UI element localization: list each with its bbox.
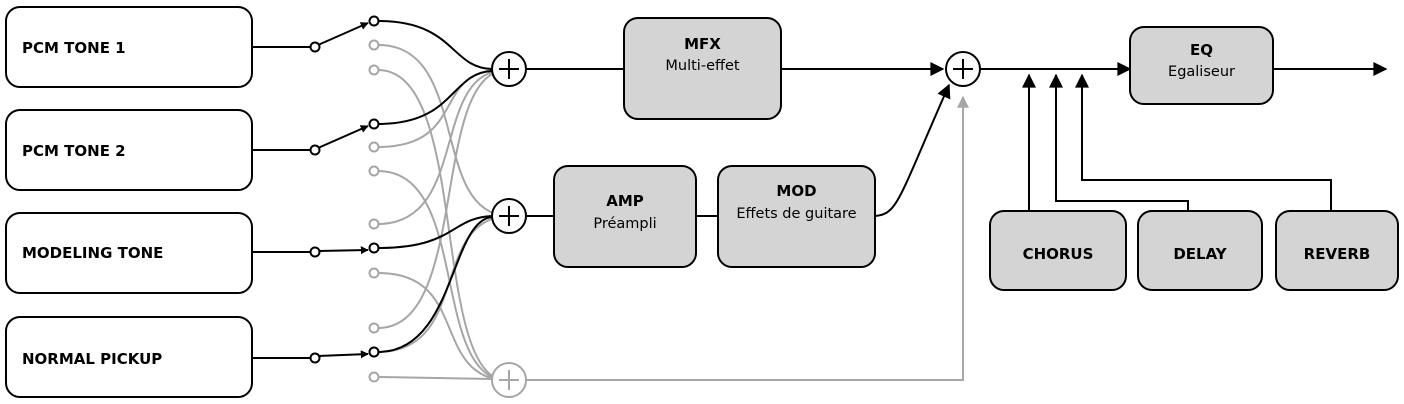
contact-icon (368, 322, 380, 334)
contact-icon (368, 39, 380, 51)
contact-icon (368, 165, 380, 177)
block-mfx: MFX Multi-effet (623, 17, 782, 120)
source-modeling-tone: MODELING TONE (5, 212, 253, 294)
source-label: PCM TONE 1 (22, 39, 126, 57)
contact-icon (368, 346, 380, 358)
block-title: CHORUS (1023, 245, 1094, 263)
source-normal-pickup: NORMAL PICKUP (5, 316, 253, 398)
block-reverb: REVERB (1275, 210, 1399, 291)
block-title: DELAY (1173, 245, 1227, 263)
block-subtitle: Préampli (593, 216, 656, 232)
active-routing-lines (252, 20, 1388, 359)
block-title: EQ (1190, 41, 1213, 59)
contact-icon (368, 242, 380, 254)
contact-icon (368, 141, 380, 153)
active-contacts (368, 15, 380, 358)
block-subtitle: Effets de guitare (736, 206, 856, 222)
inactive-routing-lines (377, 44, 969, 382)
contact-icon (368, 371, 380, 383)
block-title: MFX (684, 35, 721, 53)
contact-icon (368, 267, 380, 279)
block-subtitle: Egaliseur (1168, 64, 1235, 80)
block-subtitle: Multi-effet (665, 58, 740, 74)
main-mixer-icon (945, 51, 981, 87)
switch-pivot-icon (309, 352, 321, 364)
block-mod: MOD Effets de guitare (717, 165, 876, 268)
source-label: MODELING TONE (22, 244, 163, 262)
mixer-1-icon (491, 51, 527, 87)
contact-icon (368, 218, 380, 230)
source-pcm-tone-1: PCM TONE 1 (5, 6, 253, 88)
contact-icon (368, 64, 380, 76)
block-delay: DELAY (1137, 210, 1263, 291)
switch-pivot-icon (309, 144, 321, 156)
source-pcm-tone-2: PCM TONE 2 (5, 109, 253, 191)
block-eq: EQ Egaliseur (1129, 26, 1274, 105)
contact-icon (368, 118, 380, 130)
block-title: AMP (606, 192, 644, 210)
block-title: REVERB (1304, 245, 1371, 263)
contact-icon (368, 15, 380, 27)
block-amp: AMP Préampli (553, 165, 697, 268)
block-chorus: CHORUS (989, 210, 1127, 291)
mixer-2-icon (491, 198, 527, 234)
source-label: PCM TONE 2 (22, 142, 126, 160)
switch-pivot-icon (309, 41, 321, 53)
switch-pivots (309, 41, 321, 364)
source-label: NORMAL PICKUP (22, 350, 162, 368)
block-title: MOD (776, 182, 816, 200)
inactive-mixer-icon (491, 362, 527, 398)
inactive-contacts (368, 39, 380, 383)
switch-pivot-icon (309, 246, 321, 258)
